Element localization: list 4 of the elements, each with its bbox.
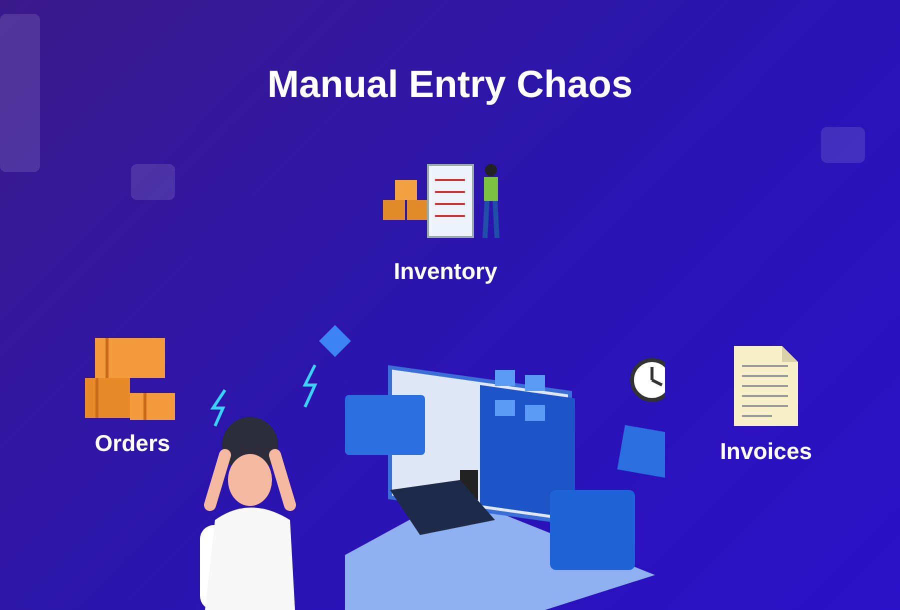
node-label: Orders [94,430,170,457]
title: Manual Entry Chaos [266,64,634,107]
node-label: Inventory [394,258,498,285]
node-label: Invoices [720,438,812,465]
